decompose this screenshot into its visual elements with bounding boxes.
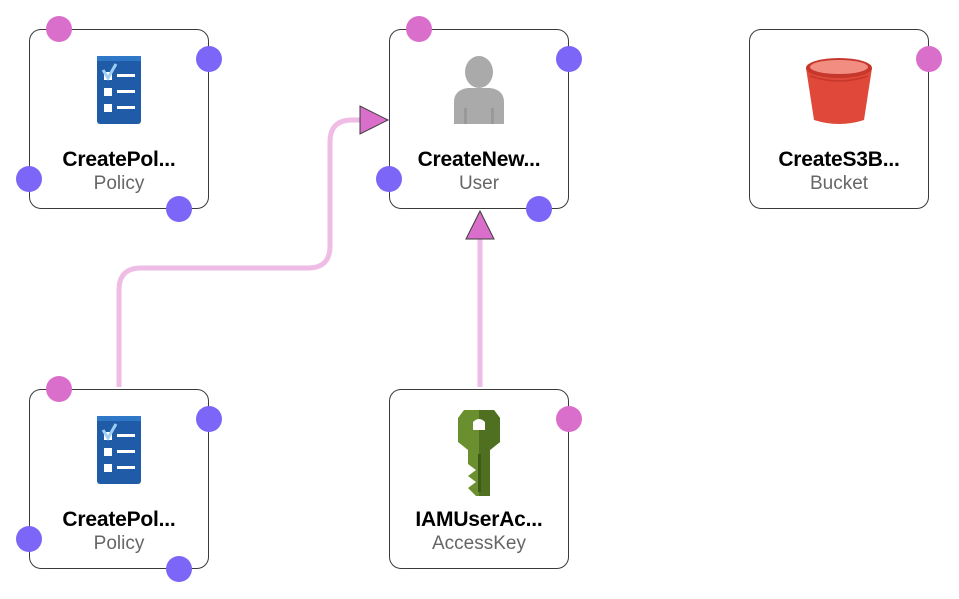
key-icon [456,406,502,501]
policy-1-output-port[interactable] [196,46,222,72]
node-type: User [458,173,500,194]
arrowhead-accesskey-to-user [465,209,495,240]
policy-2-input-port[interactable] [46,376,72,402]
edges [116,105,495,387]
node-title: CreateS3B... [778,148,900,171]
node-user[interactable]: CreateNew... User [389,29,569,209]
policy-1-input-port[interactable] [46,16,72,42]
policy-2-output-port[interactable] [196,406,222,432]
policy-document-icon [97,56,141,129]
edge-policy2-to-user[interactable] [116,117,360,387]
node-policy-2[interactable]: CreatePol... Policy [29,389,209,569]
node-title: IAMUserAc... [415,508,543,531]
node-title: CreateNew... [417,148,541,171]
policy-document-icon [97,416,141,489]
bucket-input-port[interactable] [916,46,942,72]
policy-2-output-port[interactable] [16,526,42,552]
user-output-port[interactable] [376,166,402,192]
node-s3-bucket[interactable]: CreateS3B... Bucket [749,29,929,209]
policy-2-output-port[interactable] [166,556,192,582]
user-input-port[interactable] [406,16,432,42]
node-type: Policy [93,533,145,554]
node-type: Policy [93,173,145,194]
arrowhead-policy2-to-user [359,105,390,135]
user-output-port[interactable] [556,46,582,72]
user-icon [452,56,506,129]
node-type: AccessKey [432,533,526,554]
s3-bucket-icon [804,56,874,131]
node-type: Bucket [809,173,869,194]
node-access-key[interactable]: IAMUserAc... AccessKey [389,389,569,569]
policy-1-output-port[interactable] [166,196,192,222]
node-policy-1[interactable]: CreatePol... Policy [29,29,209,209]
accesskey-input-port[interactable] [556,406,582,432]
node-title: CreatePol... [62,508,176,531]
node-title: CreatePol... [62,148,176,171]
user-output-port[interactable] [526,196,552,222]
policy-1-output-port[interactable] [16,166,42,192]
